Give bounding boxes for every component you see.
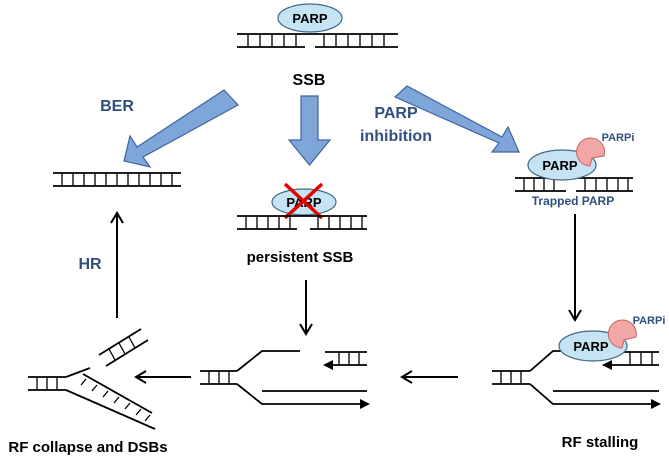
parp-inhibition-block-arrow [287, 95, 332, 166]
trapped-parp-label: Trapped PARP [532, 194, 614, 208]
parpi-molecule-stalling [607, 319, 637, 349]
arrow-persistent-to-fork [299, 280, 313, 336]
rf-stalling-label: RF stalling [562, 434, 639, 451]
broken-dna-fragment [98, 328, 149, 367]
replication-fork-stalled [492, 350, 661, 409]
parp-stalling-label: PARP [573, 339, 608, 354]
top-ssb-rungs [247, 34, 385, 47]
ber-block-arrow [123, 89, 239, 168]
arrow-hr-up [110, 211, 124, 318]
replication-fork-middle [200, 350, 370, 409]
red-cross-icon [283, 182, 324, 220]
trapped-block-arrow [393, 85, 520, 153]
ssb-label: SSB [293, 72, 326, 89]
parp-trapped-label: PARP [542, 158, 577, 173]
hr-label: HR [78, 256, 102, 273]
persistent-ssb-label: persistent SSB [247, 249, 354, 266]
parpi-molecule-trapped [576, 137, 606, 167]
rf-collapse-label: RF collapse and DSBs [8, 439, 167, 456]
persistent-ssb-dna [237, 215, 367, 230]
ber-label: BER [100, 98, 134, 115]
trapped-parp-dna [515, 177, 633, 192]
parp-protein-top [277, 3, 343, 33]
top-ssb-dna [237, 33, 398, 48]
parp-inhibition-label-line2: inhibition [360, 128, 432, 145]
collapsed-fork [28, 367, 156, 430]
arrow-trapped-to-stalling [568, 214, 582, 322]
arrow-stalling-to-fork [400, 370, 458, 384]
parpi-stalling-label: PARPi [633, 315, 666, 327]
repaired-dna [53, 172, 181, 187]
parpi-trapped-label: PARPi [602, 132, 635, 144]
parp-top-label: PARP [292, 11, 327, 26]
parp-inhibition-label-line1: PARP [374, 105, 418, 122]
arrow-fork-to-collapse [134, 370, 191, 384]
